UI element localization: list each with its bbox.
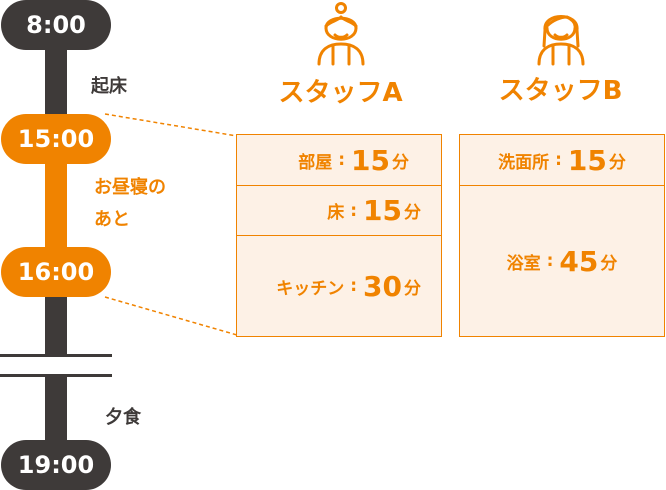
person-icon [537,15,585,66]
timeline-bar-mid [45,285,67,357]
staff-b-name: スタッフB [498,76,623,106]
task-minutes: 15 [363,194,402,227]
task-name: 洗面所 [498,152,550,173]
task-unit: 分 [404,278,421,299]
event-wake: 起床 [91,76,127,97]
task-row: 洗面所 : 15 分 [460,135,664,185]
task-name: 浴室 [506,253,541,274]
event-after-nap-line2: あと [94,209,130,230]
task-unit: 分 [600,253,618,274]
time-pill-16: 16:00 [1,247,111,297]
task-unit: 分 [608,152,626,173]
event-dinner: 夕食 [105,407,141,428]
time-pill-19: 19:00 [1,440,111,490]
timeline-bar-bottom [45,376,67,446]
task-separator: : [350,276,358,296]
task-minutes: 15 [351,143,390,177]
person-icon [317,2,365,66]
task-minutes: 45 [559,244,599,278]
event-after-nap-line1: お昼寝の [94,177,166,198]
timeline-break-line-2 [0,374,112,377]
task-name: 床 [327,203,345,223]
task-unit: 分 [392,152,409,173]
task-separator: : [338,150,346,170]
task-separator: : [350,200,358,221]
timeline-bar-top [45,40,67,120]
timeline-bar-nap [45,140,67,275]
timeline-break-line-1 [0,354,112,357]
staff-b-task-column: 洗面所 : 15 分 浴室 : 45 分 [459,134,665,337]
task-name: 部屋 [298,152,333,173]
connector-16 [104,296,238,336]
staff-a-task-column: 部屋 : 15 分 床 : 15 分 キッチン : 30 分 [236,134,442,337]
task-row: 浴室 : 45 分 [460,185,664,336]
connector-15 [104,113,238,137]
task-minutes: 30 [363,269,402,303]
task-row: 床 : 15 分 [237,185,441,235]
task-row: 部屋 : 15 分 [237,135,441,185]
task-row: キッチン : 30 分 [237,235,441,336]
task-name: キッチン [276,278,345,299]
event-after-nap: お昼寝の あと [94,172,166,236]
task-separator: : [546,251,554,271]
task-separator: : [555,150,562,170]
staff-a-name: スタッフA [278,78,403,108]
task-minutes: 15 [567,143,607,177]
time-pill-15: 15:00 [1,114,111,164]
task-unit: 分 [404,203,421,223]
time-pill-8: 8:00 [1,0,111,50]
